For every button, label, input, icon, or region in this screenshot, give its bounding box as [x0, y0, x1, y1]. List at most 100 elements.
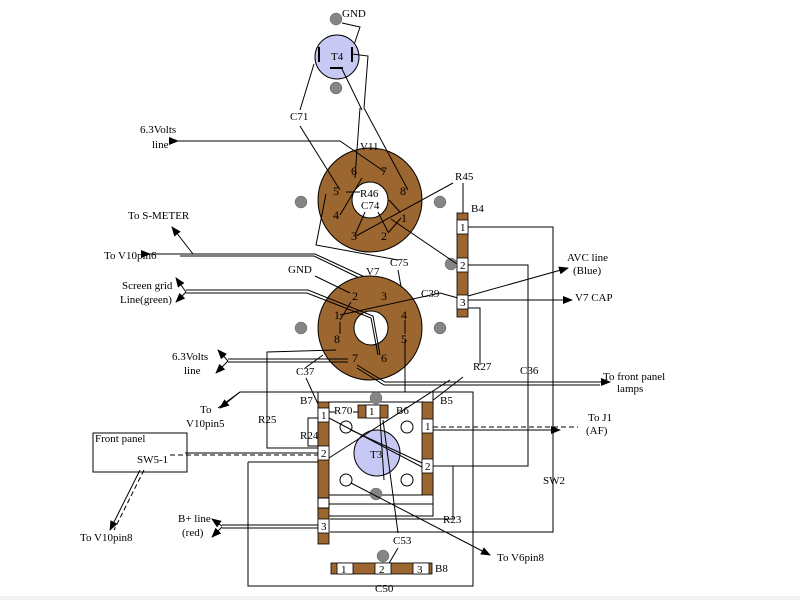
v7-pin-6: 6 [381, 351, 387, 365]
v7-label: V7 [366, 266, 380, 278]
front-panel-title: Front panel [95, 433, 145, 445]
b7-label: B7 [300, 395, 313, 407]
front-lamps-wire [356, 364, 611, 386]
b4-lug-1-label: 1 [460, 222, 466, 234]
t3-wire-b7-2-b5 [328, 379, 451, 459]
t3-hole-bl [339, 473, 353, 487]
v11-wire-c74-3 [354, 211, 366, 236]
b4-lug-3 [456, 294, 469, 310]
c53-wire-b [387, 547, 399, 566]
v10pin6-wire [141, 250, 381, 285]
v11-center-hole [351, 181, 389, 219]
c75-wire-a [315, 193, 399, 261]
b7-lug-3-label: 3 [321, 521, 327, 533]
v10pin5-arrow [219, 391, 241, 409]
v10pin8-wire [109, 469, 141, 531]
b5-strip [421, 401, 434, 496]
b5-lug-2-label: 2 [425, 461, 431, 473]
t3-assembly: 1 2 3 B7 1 2 B5 1 B6 R70 T3 [300, 379, 491, 556]
v10pin8-wire-dashed [113, 469, 145, 531]
avc-label-2: (Blue) [573, 265, 601, 277]
t3-wire-b6 [379, 417, 385, 481]
t3-wire-b7-1-b5-2 [328, 417, 423, 468]
v10pin8-label: To V10pin8 [80, 532, 133, 544]
screen-grid-label-1: Screen grid [122, 280, 173, 292]
c53-label: C53 [393, 535, 412, 547]
c37-label: C37 [296, 366, 315, 378]
b5-lug-1-label: 1 [425, 421, 431, 433]
v7-pin-4: 4 [401, 308, 407, 322]
v11-pin1-to-b4-2 [390, 218, 458, 265]
sw5-label: SW5-1 [137, 454, 168, 466]
gnd-rivet [329, 12, 343, 26]
v7-rivet-left [294, 321, 308, 335]
r46-label: R46 [360, 188, 379, 200]
r24-label: R24 [300, 430, 319, 442]
c39-label: C39 [421, 288, 440, 300]
c50-loop [247, 391, 474, 587]
bplus-arrow-up [211, 518, 223, 528]
v10pin5-label-2: V10pin5 [186, 418, 225, 430]
j1-label-2: (AF) [586, 425, 608, 437]
c39-wire [339, 292, 441, 316]
t3-label: T3 [370, 449, 383, 461]
screen-grid-arrow-down [175, 291, 187, 303]
v11-pin-2: 2 [381, 229, 387, 243]
b7-lug-1-label: 1 [321, 410, 327, 422]
v7-pin-5: 5 [401, 332, 407, 346]
b8-lug-2 [374, 562, 392, 575]
t4-body [314, 34, 360, 80]
r25-wire [266, 349, 337, 449]
front-lamps-label-1: To front panel [603, 371, 665, 383]
bplus-label-2: (red) [182, 527, 204, 539]
v7-gnd-wire [314, 275, 351, 294]
sw2-label: SW2 [543, 475, 565, 487]
terminal-strip-b8: 1 2 3 B8 [330, 549, 448, 576]
c37-wire-a [304, 354, 324, 369]
r27-wire [431, 376, 464, 402]
b4-lug-3-label: 3 [460, 297, 466, 309]
v6pin8-label: To V6pin8 [497, 552, 545, 564]
v7-pin-3: 3 [381, 289, 387, 303]
r45-wire [355, 182, 454, 237]
v11-pin-3: 3 [351, 229, 357, 243]
v7cap-label: V7 CAP [575, 292, 613, 304]
t4-rivet-bottom [329, 81, 343, 95]
heater-mid-arrow-up [217, 349, 229, 362]
c71-wire [299, 125, 341, 191]
j1-label-1: To J1 [588, 412, 612, 424]
v10pin6-wire-2 [180, 255, 379, 288]
c53-wire-a [382, 419, 399, 534]
avc-wire [467, 266, 569, 297]
c50-label: C50 [375, 583, 394, 595]
b7-strip [317, 401, 330, 545]
v7-rivet-right [433, 321, 447, 335]
t4-gnd-wire [341, 22, 361, 46]
b7-lug-2-label: 2 [321, 448, 327, 460]
b8-lug-1-label: 1 [341, 564, 347, 576]
v11-label: V11 [360, 141, 379, 153]
t3-rivet-top [369, 391, 383, 405]
heater-line-mid-label-2: line [184, 365, 201, 377]
t3-hole-br [400, 473, 414, 487]
b5-lug-1 [421, 418, 434, 434]
v11-pin-8: 8 [400, 184, 406, 198]
r23-label: R23 [443, 514, 462, 526]
c36-label: C36 [520, 365, 539, 377]
v11-pin-1: 1 [401, 211, 407, 225]
t3-bottom-plate [317, 503, 434, 517]
v10pin5-wire [217, 391, 335, 409]
s-meter-arrow [171, 226, 194, 255]
front-lamps-label-2: lamps [617, 383, 643, 395]
b7-gap [317, 497, 330, 509]
v7-center-hole [353, 310, 389, 346]
bplus-label-1: B+ line [178, 513, 211, 525]
r27-label: R27 [473, 361, 492, 373]
r45-label: R45 [455, 171, 474, 183]
r23-wire [330, 465, 454, 520]
t4-wire-right [351, 53, 369, 109]
c39-to-b4 [439, 292, 459, 299]
b6-lug-1-label: 1 [369, 406, 375, 418]
c75-label: C75 [390, 257, 409, 269]
